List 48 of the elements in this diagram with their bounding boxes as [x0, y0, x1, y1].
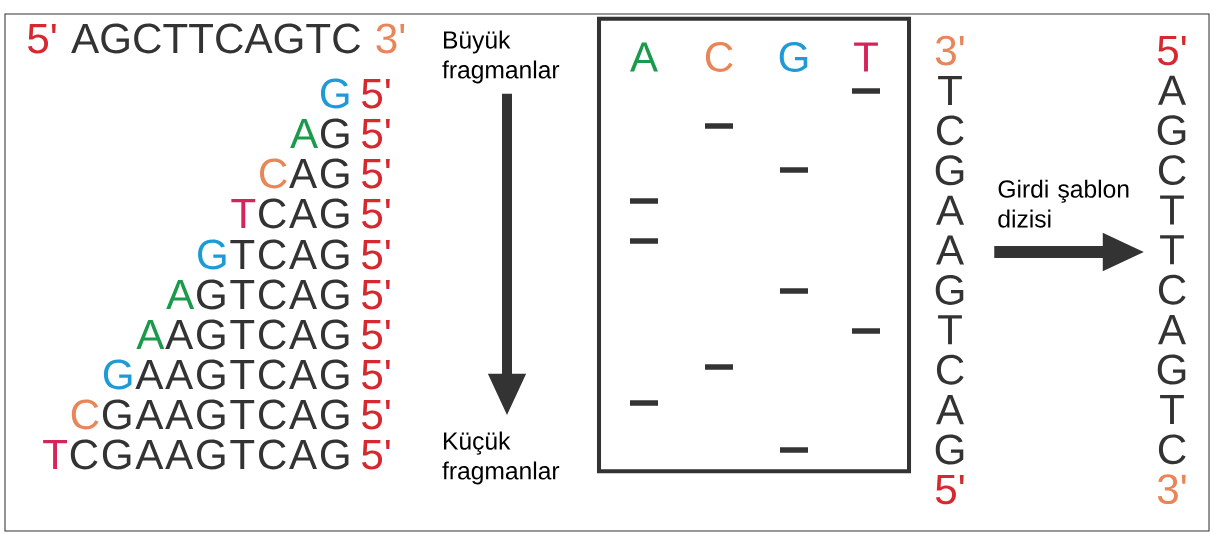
- gel-band: [852, 328, 880, 334]
- end-label: 5': [362, 199, 390, 229]
- end-label: 5': [362, 360, 390, 390]
- sequence-text: AAGTCAG: [135, 359, 349, 390]
- gel-band: [780, 288, 808, 294]
- end-label: 3': [376, 23, 405, 54]
- gel-box: A C G T: [597, 16, 912, 474]
- end-label: 5': [362, 119, 390, 149]
- end-label: 5': [362, 400, 390, 430]
- sequence-text: TCAG: [230, 239, 349, 270]
- end-label: 5': [362, 280, 390, 310]
- base-letter: T: [231, 199, 256, 228]
- sequence-text: AGCTTCAGTC: [71, 23, 360, 54]
- end-label: 5': [362, 440, 390, 470]
- base-letter: A: [136, 320, 165, 349]
- base-letter: T: [43, 440, 67, 469]
- sequence-text: AG: [289, 158, 349, 189]
- gel-band: [780, 167, 808, 173]
- gel-band: [630, 238, 658, 244]
- gel-band: [705, 364, 733, 370]
- gel-band: [780, 447, 808, 453]
- end-label: 5': [362, 240, 390, 270]
- gel-band: [630, 198, 658, 204]
- gel-band: [705, 123, 733, 129]
- sequence-text: CAG: [259, 198, 349, 229]
- end-label: 5': [28, 24, 56, 54]
- base-letter: A: [290, 119, 319, 148]
- base-letter: G: [320, 78, 349, 109]
- sequence-text: GAAGTCAG: [102, 399, 349, 430]
- sequence-text: GTCAG: [197, 279, 349, 310]
- caption-text: Küçük fragmanlar: [442, 431, 560, 485]
- edge-label: Girdi şablon dizisi: [998, 179, 1129, 228]
- end-label: 5': [362, 79, 390, 109]
- gel-band: [630, 400, 658, 406]
- base-letter: G: [103, 359, 132, 390]
- gel-band: [852, 88, 880, 94]
- sequence-text: G: [320, 118, 349, 149]
- base-letter: A: [166, 280, 195, 309]
- base-letter: C: [71, 399, 99, 430]
- sequence-text: AGTCAG: [165, 319, 349, 350]
- base-letter: C: [260, 158, 287, 189]
- end-label: 5': [362, 159, 390, 189]
- base-letter: G: [198, 239, 226, 270]
- sequence-column: 3' T C G A A G T C A G 5': [935, 35, 964, 505]
- caption-text: Büyük fragmanlar: [442, 30, 560, 84]
- sequence-text: CGAAGTCAG: [70, 439, 349, 470]
- end-label: 5': [362, 320, 390, 350]
- sequence-column: 5' A G C T T C A G T C 3': [1157, 35, 1186, 505]
